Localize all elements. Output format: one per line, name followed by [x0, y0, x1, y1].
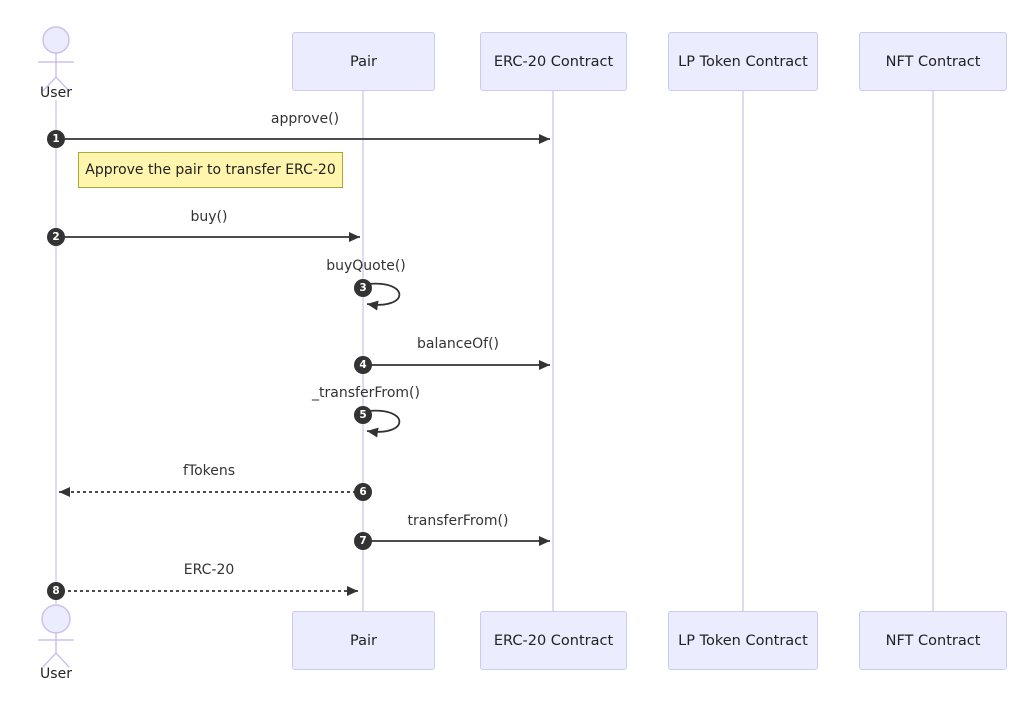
participant-label: NFT Contract: [885, 53, 981, 70]
participant-label: Pair: [350, 53, 377, 70]
user-actor-figure-bottom: [38, 604, 74, 668]
message-label-8: ERC-20: [183, 562, 235, 578]
message-number-badge-8: 8: [47, 582, 65, 600]
actor-label-user-top: User: [40, 85, 72, 101]
participant-top-erc20-contract: ERC-20 Contract: [480, 32, 627, 91]
participant-bottom-erc20-contract: ERC-20 Contract: [480, 611, 627, 670]
message-number-badge-4: 4: [354, 356, 372, 374]
participant-label: LP Token Contract: [678, 53, 808, 70]
message-number-badge-6: 6: [354, 483, 372, 501]
message-number-badge-2: 2: [47, 228, 65, 246]
message-arrow-5-transferfrom-self-loop: [366, 409, 401, 438]
message-label-4: balanceOf(): [417, 336, 499, 352]
message-number-badge-1: 1: [47, 130, 65, 148]
message-number-badge-3: 3: [354, 279, 372, 297]
user-actor-figure-top: [38, 26, 74, 92]
message-label-1: approve(): [270, 111, 340, 127]
participant-bottom-lp-token-contract: LP Token Contract: [668, 611, 818, 670]
participant-bottom-pair: Pair: [292, 611, 435, 670]
participant-top-pair: Pair: [292, 32, 435, 91]
message-number-badge-5: 5: [354, 406, 372, 424]
note-text: Approve the pair to transfer ERC-20: [85, 162, 336, 178]
message-label-7: transferFrom(): [407, 513, 509, 529]
message-label-5: _transferFrom(): [312, 385, 420, 401]
message-label-2: buy(): [190, 209, 228, 225]
participant-label: ERC-20 Contract: [493, 53, 614, 70]
actor-label-user-bottom: User: [40, 666, 72, 682]
participant-label: LP Token Contract: [678, 632, 808, 649]
message-label-3: buyQuote(): [326, 258, 406, 274]
participant-bottom-nft-contract: NFT Contract: [859, 611, 1007, 670]
participant-label: NFT Contract: [885, 632, 981, 649]
message-number-badge-7: 7: [354, 532, 372, 550]
participant-label: Pair: [350, 632, 377, 649]
message-label-6: fTokens: [182, 463, 236, 479]
message-arrow-3-buyquote-self-loop: [366, 282, 401, 311]
participant-top-lp-token-contract: LP Token Contract: [668, 32, 818, 91]
participant-top-nft-contract: NFT Contract: [859, 32, 1007, 91]
note-approve-the-pair: Approve the pair to transfer ERC-20: [78, 152, 343, 188]
participant-label: ERC-20 Contract: [493, 632, 614, 649]
